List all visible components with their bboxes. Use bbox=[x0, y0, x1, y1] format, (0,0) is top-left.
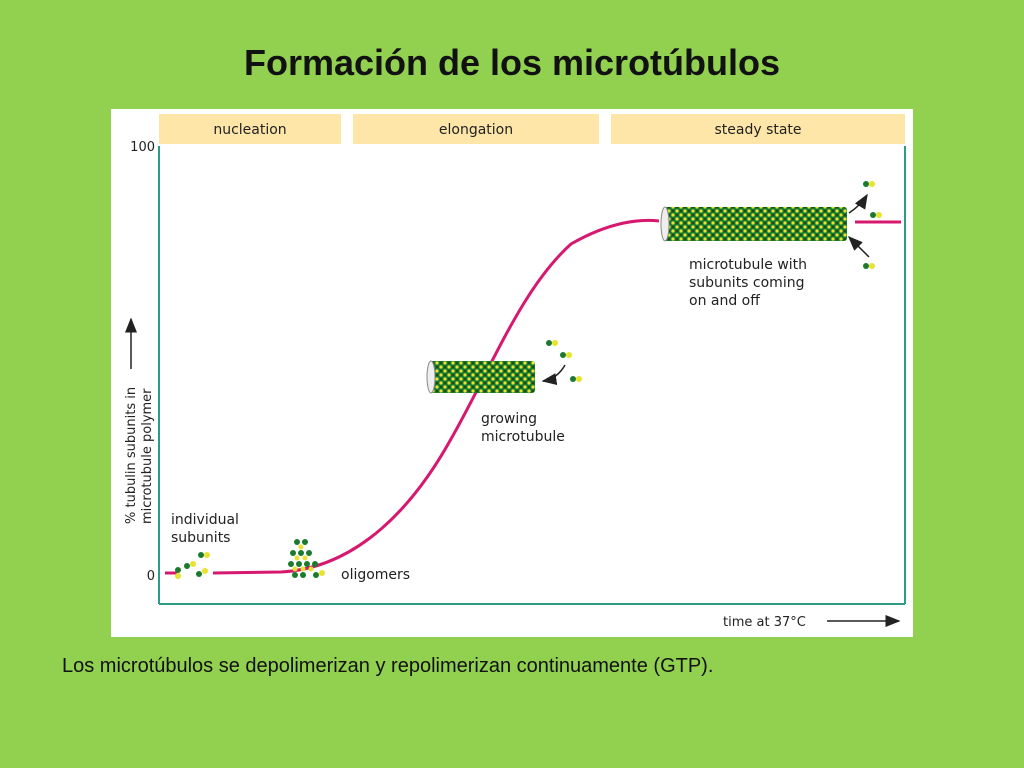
axes: 100 0 % tubulin subunits in microtubule … bbox=[124, 140, 906, 630]
phase-bands: nucleation elongation steady state bbox=[159, 114, 905, 144]
label-oligomers: oligomers bbox=[341, 567, 410, 583]
label-steady-1: microtubule with bbox=[689, 257, 807, 273]
addition-arrow bbox=[847, 235, 870, 258]
slide-caption: Los microtúbulos se depolimerizan y repo… bbox=[62, 655, 714, 677]
microtubule-end bbox=[426, 360, 436, 394]
microtubule-body bbox=[663, 207, 847, 241]
release-arrow bbox=[848, 193, 868, 214]
individual-subunits: individual subunits bbox=[171, 512, 239, 579]
y-tick-min: 0 bbox=[147, 569, 155, 584]
label-growing: growing bbox=[481, 411, 537, 427]
subunit-dimer bbox=[570, 376, 582, 382]
y-axis-label-line1: % tubulin subunits in bbox=[124, 387, 139, 524]
growing-microtubule: growing microtubule bbox=[426, 340, 582, 445]
subunit-dimer bbox=[313, 570, 325, 578]
microtubule-formation-diagram: nucleation elongation steady state 100 0… bbox=[111, 109, 913, 637]
steady-state-microtubule: microtubule with subunits coming on and … bbox=[660, 181, 882, 309]
subunit-dimer bbox=[184, 561, 196, 569]
diagram-canvas: nucleation elongation steady state 100 0… bbox=[124, 114, 906, 630]
label-individual: individual bbox=[171, 512, 239, 528]
y-axis-label-line2: microtubule polymer bbox=[140, 388, 155, 524]
slide-title: Formación de los microtúbulos bbox=[243, 42, 781, 83]
subunit-dimer bbox=[870, 212, 882, 218]
polymerization-curve bbox=[165, 218, 901, 575]
subunit-dimer bbox=[175, 567, 181, 579]
phase-band-nucleation bbox=[159, 114, 341, 144]
label-steady-3: on and off bbox=[689, 293, 760, 309]
x-axis-label: time at 37°C bbox=[723, 615, 806, 630]
label-subunits: subunits bbox=[171, 530, 230, 546]
phase-label-elongation: elongation bbox=[439, 122, 513, 138]
microtubule-end bbox=[660, 206, 670, 242]
subunit-dimer bbox=[560, 352, 572, 358]
subunit-dimer bbox=[863, 263, 875, 269]
microtubule-body bbox=[429, 361, 535, 393]
label-steady-2: subunits coming bbox=[689, 275, 804, 291]
y-tick-max: 100 bbox=[130, 140, 155, 155]
subunit-dimer bbox=[196, 568, 208, 577]
addition-arrow bbox=[541, 364, 566, 386]
subunit-dimer bbox=[198, 552, 210, 558]
oligomers: oligomers bbox=[288, 539, 410, 583]
phase-band-steady-state bbox=[611, 114, 905, 144]
phase-band-elongation bbox=[353, 114, 599, 144]
phase-label-nucleation: nucleation bbox=[213, 122, 286, 138]
y-axis-label: % tubulin subunits in microtubule polyme… bbox=[124, 387, 155, 524]
label-growing-microtubule: microtubule bbox=[481, 429, 565, 445]
subunit-dimer bbox=[546, 340, 558, 346]
phase-label-steady-state: steady state bbox=[714, 122, 801, 138]
subunit-dimer bbox=[863, 181, 875, 187]
